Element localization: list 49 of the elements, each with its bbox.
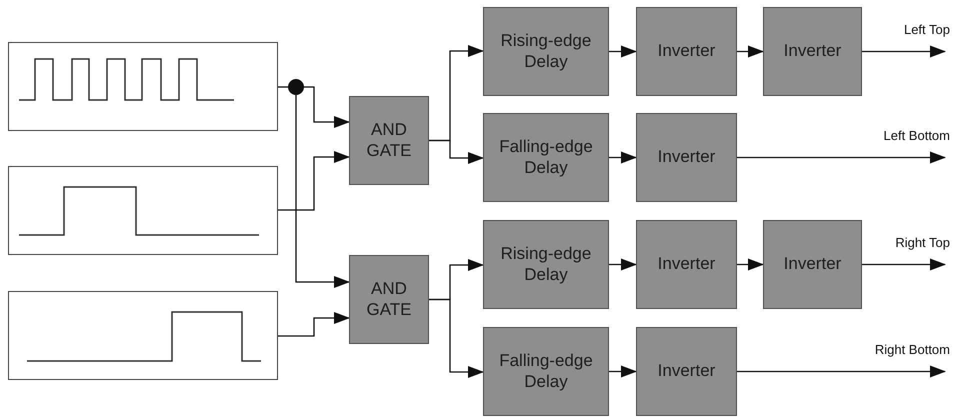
arrow (737, 366, 946, 378)
arrow (429, 140, 484, 164)
box-label: AND GATE (365, 279, 413, 320)
signal-panel (8, 42, 278, 131)
box-label: Inverter (658, 147, 716, 168)
process-box (636, 327, 737, 416)
process-box (636, 113, 737, 202)
arrow (862, 258, 946, 270)
arrow (278, 151, 350, 211)
process-box (483, 7, 609, 96)
edge-label: Left Bottom (882, 128, 951, 142)
box-label: Inverter (658, 254, 716, 275)
signal-panel (8, 291, 278, 380)
process-box (349, 255, 429, 344)
box-label: Rising-edge Delay (500, 31, 592, 72)
signal-panel (8, 166, 278, 255)
arrow (737, 258, 764, 270)
arrow (278, 312, 350, 337)
arrow (737, 152, 946, 164)
edge-label: Left Top (902, 22, 951, 36)
arrow (609, 46, 637, 58)
process-box (636, 220, 737, 309)
arrow (429, 298, 484, 378)
edge-label: Right Top (894, 234, 951, 250)
box-label: Inverter (784, 41, 842, 62)
box-label: AND GATE (365, 120, 413, 161)
box-label: Rising-edge Delay (500, 244, 592, 285)
process-box (349, 96, 429, 185)
box-label: Falling-edge Delay (498, 351, 594, 392)
process-box (483, 113, 609, 202)
box-label: Inverter (658, 361, 716, 382)
arrow (862, 46, 946, 58)
process-box (763, 220, 862, 309)
process-box (483, 220, 609, 309)
box-label: Falling-edge Delay (498, 137, 594, 178)
arrow (609, 258, 637, 270)
process-box (763, 7, 862, 96)
arrow (609, 366, 637, 378)
box-label: Inverter (658, 41, 716, 62)
junction-dot (288, 79, 304, 95)
process-box (636, 7, 737, 96)
arrow (737, 46, 764, 58)
arrow (295, 95, 350, 288)
connector-line (278, 86, 288, 88)
edge-label: Right Bottom (874, 342, 951, 356)
process-box (483, 327, 609, 416)
arrow (304, 86, 350, 128)
box-label: Inverter (784, 254, 842, 275)
arrow (609, 152, 637, 164)
